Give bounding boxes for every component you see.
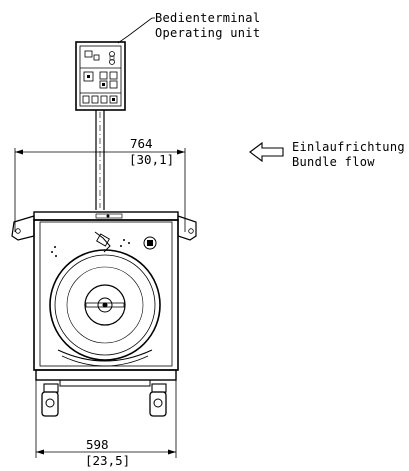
terminal-mast bbox=[95, 110, 105, 210]
operating-unit-leader bbox=[117, 17, 153, 44]
operating-unit-label-de: Bedienterminal bbox=[155, 11, 260, 25]
operating-unit-label-en: Operating unit bbox=[155, 26, 260, 40]
machine-body bbox=[11, 211, 197, 387]
overall-width-mm: 764 bbox=[130, 136, 153, 151]
overall-width-in: [30,1] bbox=[129, 152, 174, 167]
overall-width-dimension bbox=[14, 148, 186, 232]
base-width-in: [23,5] bbox=[85, 453, 130, 468]
caster-right bbox=[149, 383, 167, 417]
panel-display bbox=[84, 50, 93, 58]
flow-label-de: Einlaufrichtung bbox=[292, 140, 405, 154]
caster-left bbox=[41, 383, 59, 417]
flow-direction-arrow-icon bbox=[249, 141, 284, 163]
flow-label-en: Bundle flow bbox=[292, 155, 375, 169]
base-width-mm: 598 bbox=[86, 437, 109, 452]
base-width-dimension bbox=[35, 380, 177, 458]
operating-unit bbox=[75, 41, 126, 111]
